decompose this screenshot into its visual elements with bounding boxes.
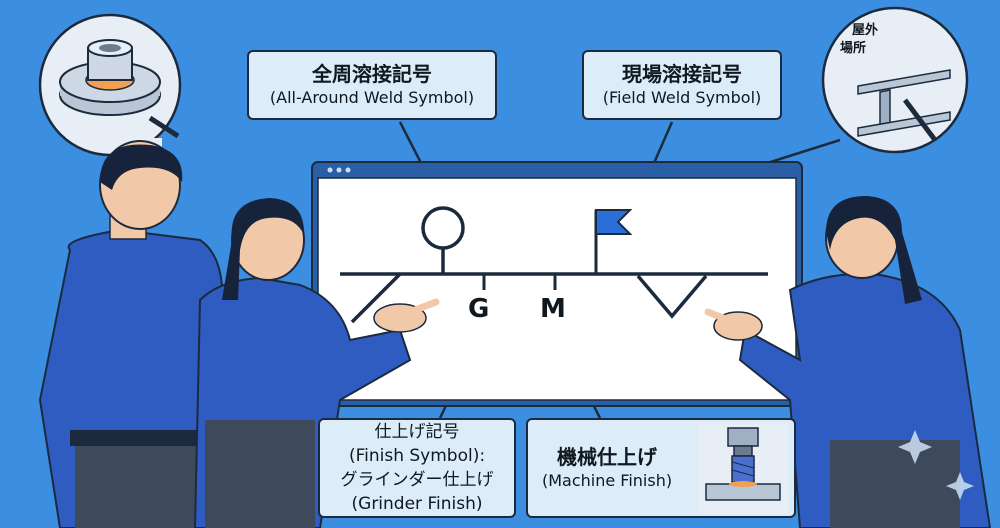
callout-finish-line: (Finish Symbol): [348, 446, 486, 466]
field-weld-flag-icon [595, 209, 633, 235]
arrow-line [350, 272, 402, 324]
engineer-man [38, 140, 224, 528]
sparkle-icon [898, 430, 932, 464]
callout-field-weld-jp: 現場溶接記号 [622, 62, 742, 86]
callout-finish-line: グラインダー仕上げ [340, 470, 494, 490]
inset-flange-illustration [38, 13, 182, 183]
inset-field-label-2: 場所 [840, 41, 867, 56]
callout-finish-line: (Grinder Finish) [351, 494, 483, 514]
callout-machine-finish: 機械仕上げ (Machine Finish) [526, 418, 796, 518]
callout-finish-symbol: 仕上げ記号 (Finish Symbol): グラインダー仕上げ (Grinde… [318, 418, 516, 518]
engineer-woman-pointing [193, 198, 440, 528]
callout-all-around-en: (All-Around Weld Symbol) [269, 88, 475, 107]
callout-field-weld-en: (Field Weld Symbol) [602, 88, 762, 107]
milling-tool-icon [698, 424, 788, 514]
inset-beam-illustration [821, 6, 969, 154]
callout-machine-en: (Machine Finish) [542, 471, 673, 490]
weld-symbol [340, 206, 768, 324]
machine-finish-letter: M [540, 294, 566, 324]
callout-machine-jp: 機械仕上げ [557, 445, 658, 469]
callout-finish-line: 仕上げ記号 [374, 422, 460, 442]
callout-all-around-weld: 全周溶接記号 (All-Around Weld Symbol) [247, 50, 497, 120]
sparkle-icon [946, 472, 974, 500]
inset-field-label-1: 屋外 [852, 23, 879, 38]
fillet-weld-v [636, 274, 708, 319]
callout-field-weld: 現場溶接記号 (Field Weld Symbol) [582, 50, 782, 120]
grinder-finish-letter: G [468, 294, 490, 324]
engineer-woman-right [704, 196, 992, 528]
callout-all-around-jp: 全周溶接記号 [312, 62, 432, 86]
